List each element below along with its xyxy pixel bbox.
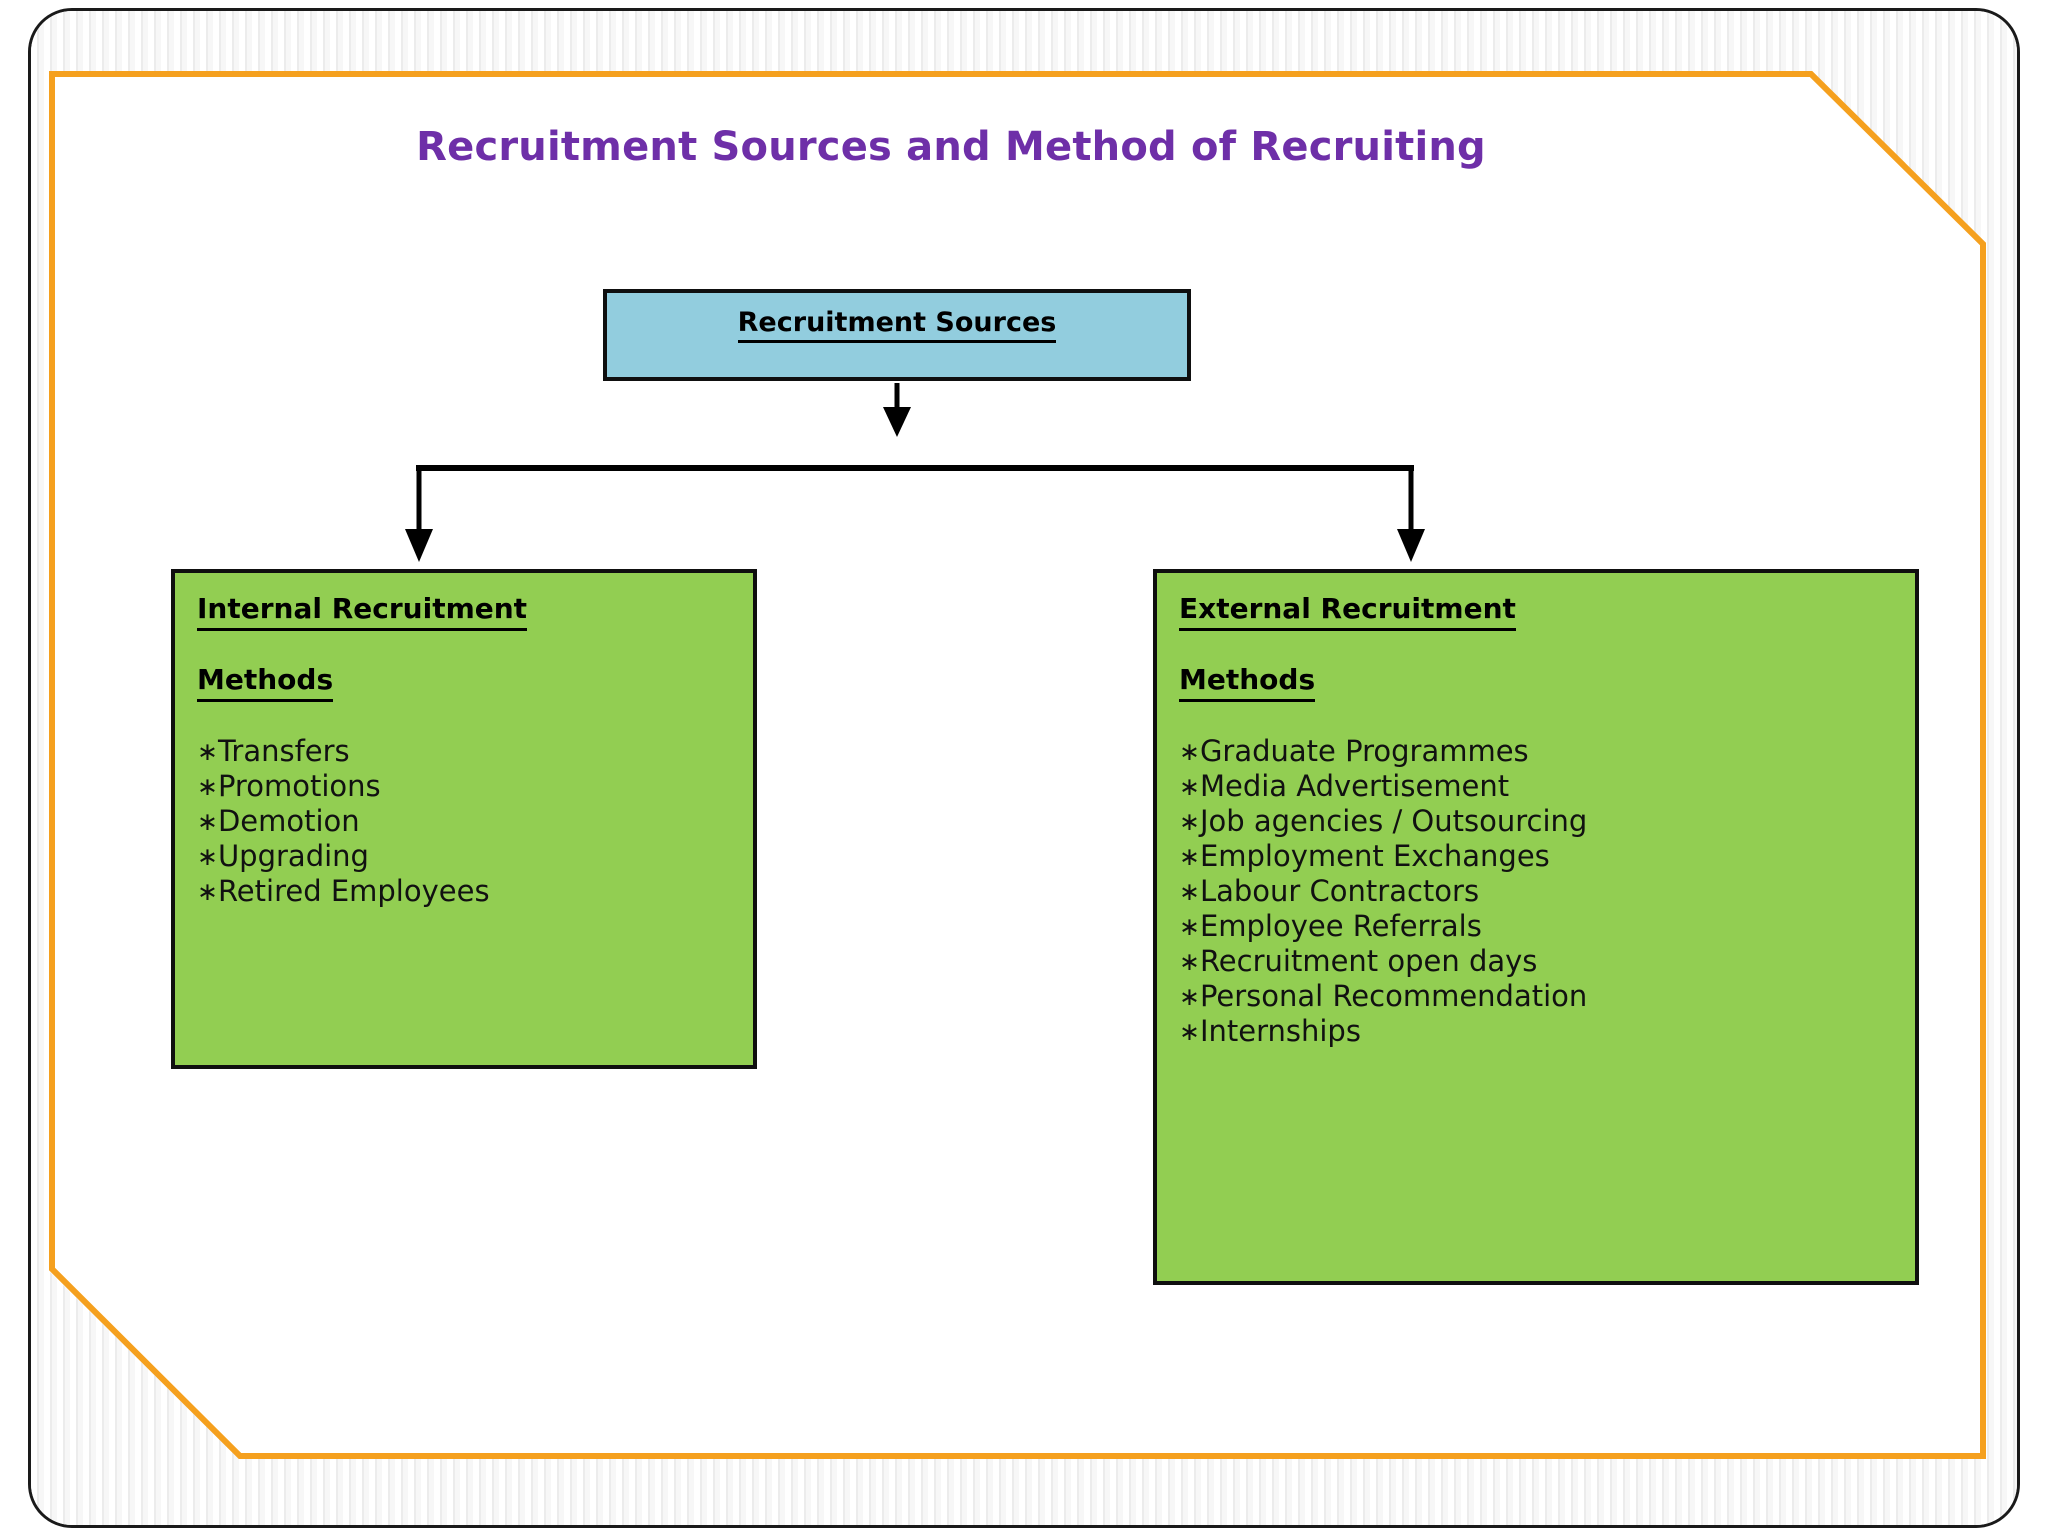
internal-methods-list: ∗Transfers ∗Promotions ∗Demotion ∗Upgrad… [197,734,753,909]
list-item-label: Promotions [217,769,381,803]
list-item-label: Demotion [217,804,360,838]
list-item: ∗Promotions [197,769,753,804]
asterisk-bullet-icon: ∗ [1179,807,1200,836]
asterisk-bullet-icon: ∗ [197,842,218,871]
asterisk-bullet-icon: ∗ [197,772,218,801]
internal-subtitle-text: Methods [197,663,334,702]
list-item-label: Personal Recommendation [1199,979,1588,1013]
internal-subtitle: Methods [197,663,753,702]
node-external-recruitment: External Recruitment Methods ∗Graduate P… [1153,569,1919,1285]
page-title: Recruitment Sources and Method of Recrui… [416,124,1486,170]
external-title-text: External Recruitment [1179,592,1516,631]
asterisk-bullet-icon: ∗ [1179,1017,1200,1046]
external-subtitle-text: Methods [1179,663,1316,702]
list-item: ∗Retired Employees [197,874,753,909]
list-item: ∗Job agencies / Outsourcing [1179,804,1915,839]
node-recruitment-sources-label: Recruitment Sources [607,307,1187,343]
asterisk-bullet-icon: ∗ [1179,877,1200,906]
list-item: ∗Demotion [197,804,753,839]
list-item-label: Employment Exchanges [1199,839,1550,873]
list-item-label: Labour Contractors [1199,874,1480,908]
list-item-label: Upgrading [217,839,369,873]
asterisk-bullet-icon: ∗ [1179,842,1200,871]
asterisk-bullet-icon: ∗ [1179,947,1200,976]
list-item-label: Media Advertisement [1199,769,1510,803]
list-item: ∗Media Advertisement [1179,769,1915,804]
list-item: ∗Labour Contractors [1179,874,1915,909]
list-item-label: Job agencies / Outsourcing [1199,804,1588,838]
list-item: ∗Internships [1179,1014,1915,1049]
slide-frame: Recruitment Sources and Method of Recrui… [28,8,2020,1528]
list-item: ∗Employee Referrals [1179,909,1915,944]
internal-title-text: Internal Recruitment [197,592,528,631]
node-recruitment-sources: Recruitment Sources [603,289,1191,381]
right-arrowhead [1397,529,1425,562]
external-methods-list: ∗Graduate Programmes ∗Media Advertisemen… [1179,734,1915,1049]
internal-title: Internal Recruitment [197,592,753,631]
list-item-label: Employee Referrals [1199,909,1482,943]
list-item-label: Graduate Programmes [1199,734,1529,768]
list-item: ∗Employment Exchanges [1179,839,1915,874]
node-internal-recruitment: Internal Recruitment Methods ∗Transfers … [171,569,757,1069]
list-item: ∗Transfers [197,734,753,769]
asterisk-bullet-icon: ∗ [197,807,218,836]
asterisk-bullet-icon: ∗ [1179,737,1200,766]
list-item: ∗Personal Recommendation [1179,979,1915,1014]
list-item-label: Internships [1199,1014,1361,1048]
list-item-label: Retired Employees [217,874,490,908]
external-subtitle: Methods [1179,663,1915,702]
left-arrowhead [405,529,433,562]
asterisk-bullet-icon: ∗ [1179,982,1200,1011]
slide-content: Recruitment Sources and Method of Recrui… [31,11,2017,1525]
list-item: ∗Upgrading [197,839,753,874]
list-item: ∗Recruitment open days [1179,944,1915,979]
node-recruitment-sources-text: Recruitment Sources [737,307,1057,343]
asterisk-bullet-icon: ∗ [1179,912,1200,941]
asterisk-bullet-icon: ∗ [197,877,218,906]
asterisk-bullet-icon: ∗ [197,737,218,766]
external-title: External Recruitment [1179,592,1915,631]
list-item-label: Recruitment open days [1199,944,1538,978]
root-arrowhead [883,407,911,437]
list-item: ∗Graduate Programmes [1179,734,1915,769]
asterisk-bullet-icon: ∗ [1179,772,1200,801]
list-item-label: Transfers [217,734,350,768]
